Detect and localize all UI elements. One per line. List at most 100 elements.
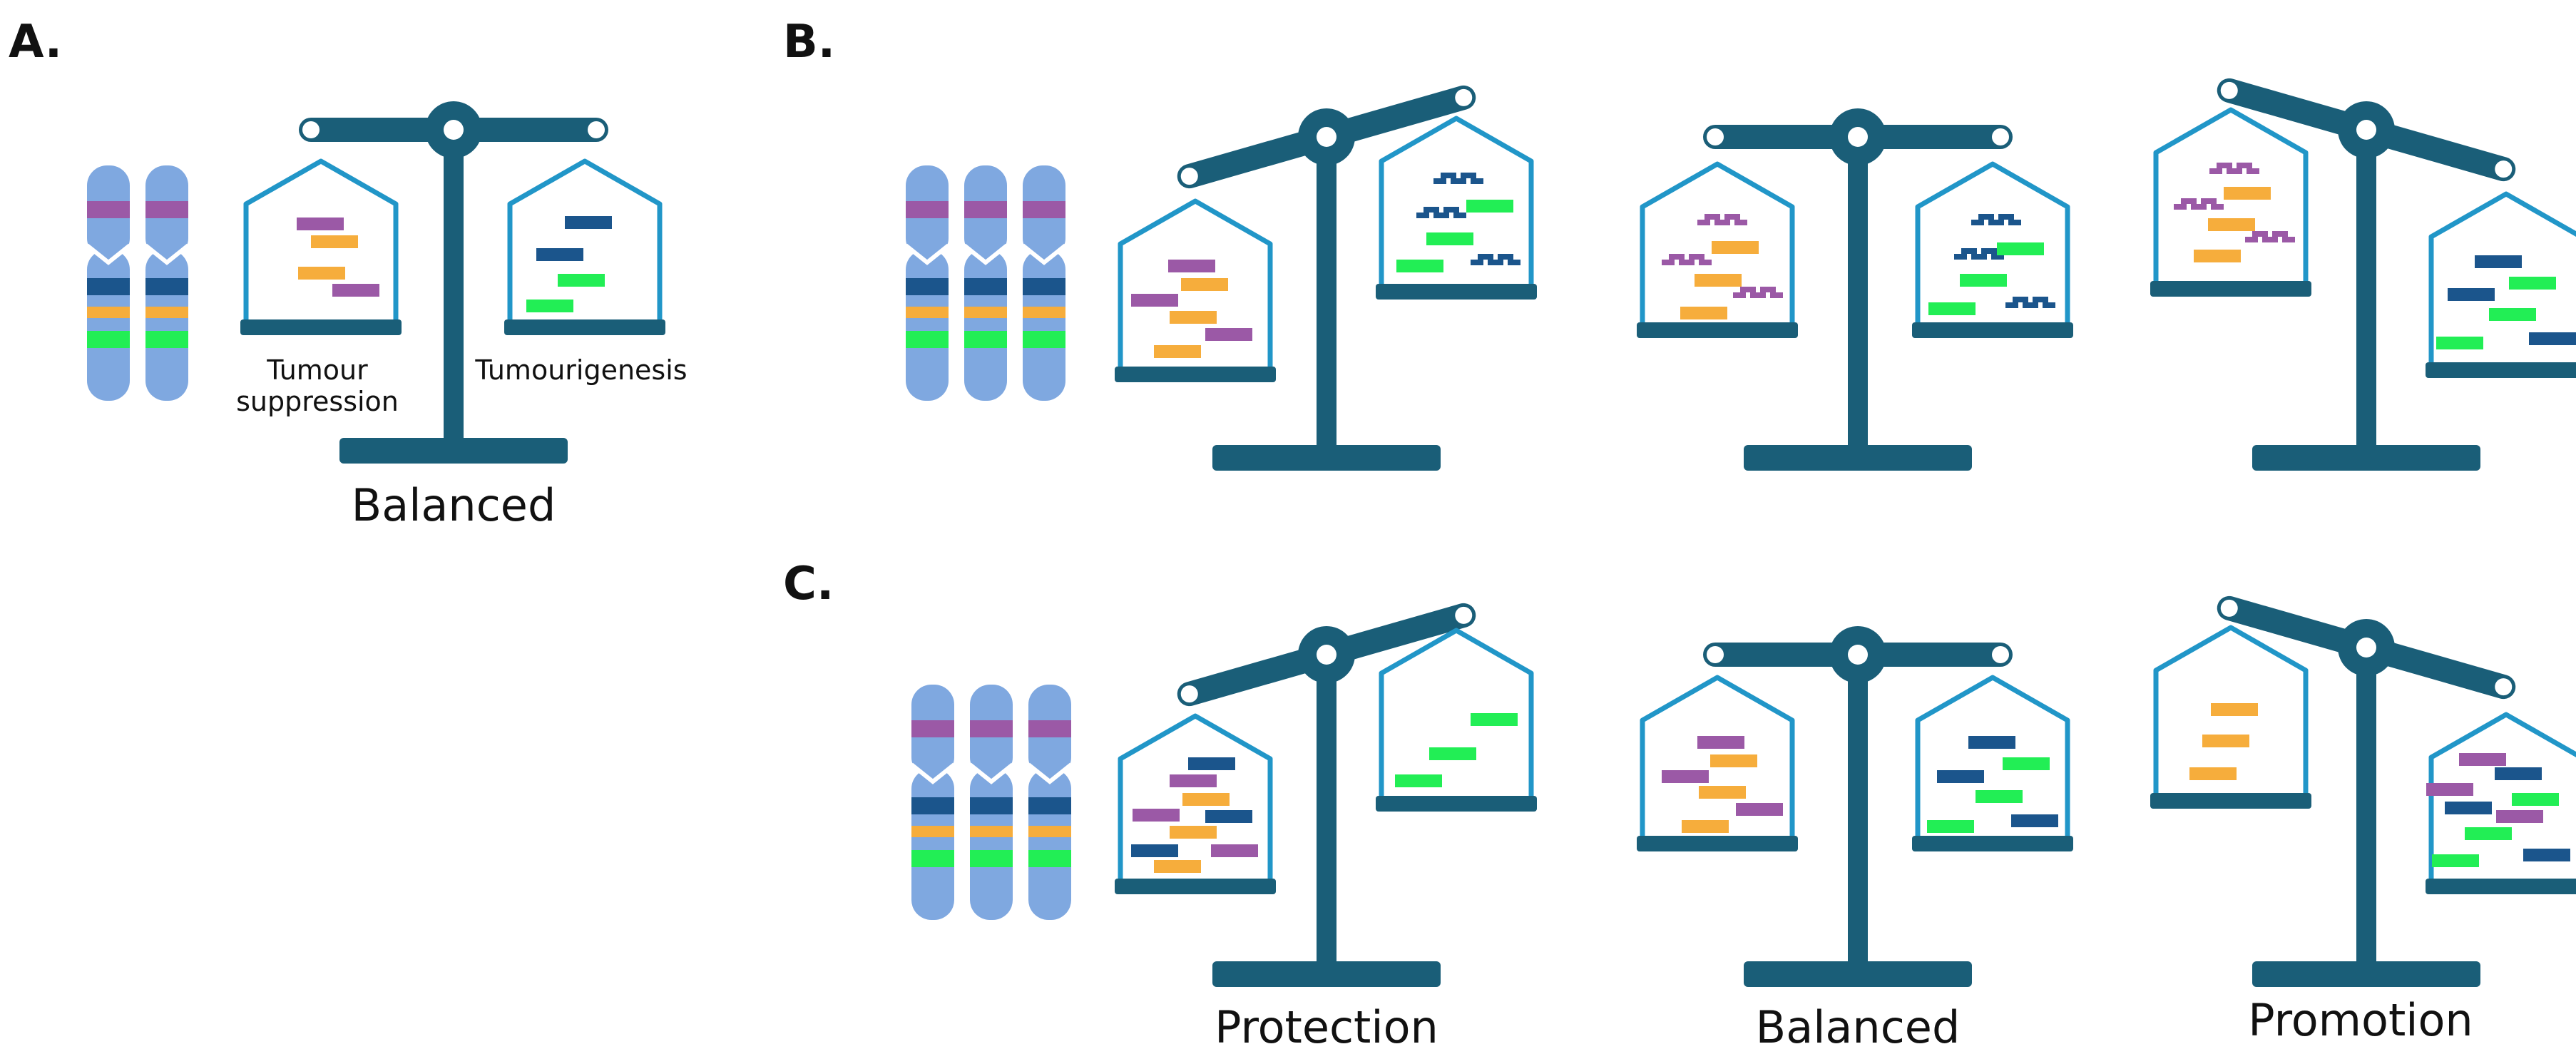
caption-protection: Protection — [1215, 1001, 1438, 1053]
purple-gene-bar — [1211, 844, 1258, 857]
green-gene-bar — [2003, 757, 2050, 770]
scale-base — [339, 438, 568, 464]
chromosome — [910, 685, 956, 920]
orange-gene-bar — [2194, 250, 2241, 262]
scale-pivot-hole — [1848, 127, 1868, 147]
chromosome-band — [906, 307, 949, 318]
scale-pivot-hole — [1317, 645, 1336, 665]
caption-balanced: Balanced — [1756, 1001, 1961, 1053]
green-gene-bar — [558, 274, 605, 287]
chromosome-band — [145, 201, 188, 218]
pan-tray — [2150, 793, 2311, 809]
tumour-suppression-label-line-2: suppression — [236, 386, 399, 417]
chromosome-band — [1028, 797, 1071, 814]
scale-base — [2252, 445, 2480, 471]
chromosome — [904, 165, 950, 401]
purple-gene-bar — [1205, 328, 1252, 341]
orange-gene-bar — [1710, 754, 1757, 767]
pan-housing — [2153, 625, 2309, 796]
beam-hook — [2220, 81, 2238, 99]
scale-pivot-hole — [1848, 645, 1868, 665]
chromosome-band — [911, 850, 954, 867]
purple-mutated-gene — [2174, 198, 2224, 210]
scale-stand — [444, 130, 464, 441]
chromosome-arm — [1023, 250, 1065, 401]
chromosome-band — [964, 307, 1007, 318]
purple-gene-bar — [2496, 810, 2543, 823]
navy-mutated-gene — [1971, 214, 2021, 225]
beam-hook — [2495, 160, 2513, 178]
chromosome-band — [1028, 826, 1071, 837]
chromosome-band — [87, 307, 130, 318]
green-gene-bar — [2465, 827, 2512, 840]
chromosome-arm — [87, 250, 130, 401]
orange-gene-bar — [1699, 786, 1746, 799]
beam-hook — [1707, 646, 1724, 663]
scale-pan — [504, 158, 665, 335]
chromosome-band — [1023, 331, 1065, 348]
scale-stand — [1317, 655, 1336, 964]
chromosome-arm — [970, 769, 1013, 920]
beam-hook — [1992, 128, 2009, 145]
purple-gene-bar — [1697, 736, 1744, 749]
chromosome-band — [964, 201, 1007, 218]
tumourigenesis-label: Tumourigenesis — [474, 354, 687, 386]
chromosome-band — [1028, 850, 1071, 867]
pan-tray — [1115, 879, 1276, 894]
chromosome-band — [970, 826, 1013, 837]
purple-gene-bar — [1662, 770, 1709, 783]
pan-tray — [2426, 362, 2576, 378]
panel-a-caption: Balanced — [352, 479, 556, 531]
chromosome-band — [970, 850, 1013, 867]
chromosome-band — [145, 278, 188, 295]
centromere — [963, 243, 1008, 265]
centromere — [86, 243, 131, 265]
scale-pan — [1115, 713, 1276, 894]
purple-mutated-gene — [1662, 254, 1712, 265]
pan-tray — [2150, 281, 2311, 297]
panel-b-label: B. — [783, 16, 835, 68]
beam-hook — [302, 121, 320, 138]
scale-stand — [1317, 137, 1336, 448]
green-gene-bar — [2436, 337, 2483, 349]
green-gene-bar — [526, 300, 573, 312]
orange-gene-bar — [1181, 278, 1228, 291]
beam-hook — [1992, 646, 2009, 663]
centromere — [1021, 243, 1067, 265]
scale-pan — [2426, 191, 2576, 378]
green-gene-bar — [1976, 790, 2023, 803]
pan-tray — [1912, 322, 2073, 338]
purple-gene-bar — [1170, 774, 1217, 787]
scale-stand — [1848, 655, 1868, 964]
orange-gene-bar — [1154, 345, 1201, 358]
navy-gene-bar — [2011, 814, 2058, 827]
navy-mutated-gene — [1954, 248, 2004, 260]
scale-pivot-hole — [1317, 127, 1336, 147]
orange-gene-bar — [1170, 311, 1217, 324]
chromosome-band — [145, 331, 188, 348]
scale-pan — [1115, 198, 1276, 382]
scale-pivot-hole — [2356, 120, 2376, 140]
orange-gene-bar — [1680, 307, 1727, 319]
purple-mutated-gene — [2245, 231, 2295, 242]
scale-pan — [1376, 628, 1537, 812]
green-gene-bar — [1471, 713, 1518, 726]
scale-base — [2252, 961, 2480, 987]
pan-housing — [1640, 675, 1795, 839]
scale-pan — [1637, 675, 1798, 851]
chromosome-arm — [1028, 769, 1071, 920]
chromosome — [144, 165, 190, 401]
green-gene-bar — [1997, 242, 2044, 255]
pan-housing — [1915, 675, 2070, 839]
orange-gene-bar — [1170, 826, 1217, 839]
chromosome-band — [906, 278, 949, 295]
orange-gene-bar — [1712, 241, 1759, 254]
scale-base — [1744, 961, 1972, 987]
caption-promotion: Promotion — [2248, 994, 2473, 1046]
beam-hook — [2220, 599, 2238, 617]
navy-gene-bar — [2529, 332, 2576, 345]
green-gene-bar — [1426, 232, 1473, 245]
purple-gene-bar — [2459, 753, 2506, 766]
centromere — [144, 243, 190, 265]
chromosome-band — [1023, 201, 1065, 218]
